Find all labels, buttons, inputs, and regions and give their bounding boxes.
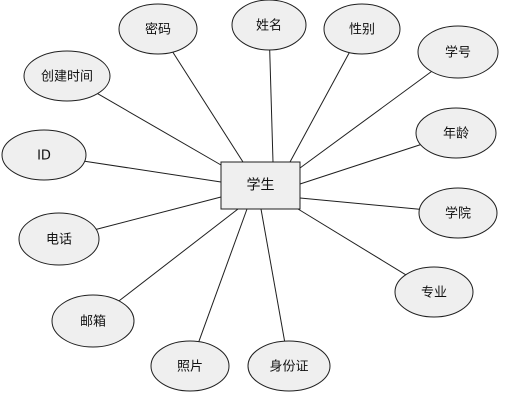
edge-password	[172, 51, 244, 163]
edge-gender	[289, 52, 350, 163]
attribute-ellipse	[417, 25, 499, 79]
attribute-ellipse	[415, 107, 497, 159]
attribute-student-no[interactable]: 学号	[417, 25, 499, 79]
attribute-id-card[interactable]: 身份证	[247, 340, 331, 392]
attribute-major[interactable]: 专业	[394, 266, 474, 318]
edge-college	[299, 197, 420, 210]
attribute-ellipse	[51, 294, 135, 348]
edge-age	[299, 144, 421, 185]
attribute-password[interactable]: 密码	[118, 3, 198, 55]
attribute-label: 性别	[349, 23, 375, 38]
attribute-label: 身份证	[269, 359, 308, 375]
attribute-ellipse	[150, 340, 230, 392]
attribute-photo[interactable]: 照片	[150, 340, 230, 392]
attribute-id[interactable]: ID	[1, 129, 87, 181]
attribute-label: 创建时间	[41, 70, 93, 85]
attribute-created-time[interactable]: 创建时间	[23, 50, 111, 102]
attribute-ellipse	[118, 3, 198, 55]
entity-label: 学生	[247, 178, 275, 194]
attribute-ellipse	[394, 266, 474, 318]
edge-phone	[96, 196, 222, 230]
attribute-ellipse	[247, 340, 331, 392]
attribute-label: 照片	[177, 360, 203, 375]
attribute-label: 专业	[421, 286, 447, 301]
attribute-gender[interactable]: 性别	[323, 3, 401, 55]
edge-photo	[198, 208, 248, 342]
attribute-label: ID	[37, 149, 51, 164]
edge-id	[84, 160, 222, 183]
edge-created-time	[97, 93, 222, 166]
edge-student-no	[299, 71, 432, 169]
attribute-label: 学院	[445, 206, 471, 222]
attribute-ellipse	[1, 129, 87, 181]
attribute-ellipse	[18, 212, 100, 266]
attribute-phone[interactable]: 电话	[18, 212, 100, 266]
attribute-label: 年龄	[443, 127, 469, 142]
attribute-label: 电话	[46, 233, 72, 248]
entity-box	[220, 161, 301, 210]
edge-id-card	[260, 208, 286, 342]
attribute-label: 密码	[145, 22, 171, 38]
attribute-age[interactable]: 年龄	[415, 107, 497, 159]
attribute-ellipse	[323, 3, 401, 55]
attribute-label: 学号	[445, 45, 471, 61]
attribute-name[interactable]: 姓名	[231, 0, 307, 51]
edge-name	[269, 49, 274, 163]
entity-student[interactable]: 学生	[220, 161, 301, 210]
attribute-ellipse	[23, 50, 111, 102]
attribute-label: 邮箱	[80, 314, 106, 330]
attribute-ellipse	[418, 187, 498, 239]
edge-email	[118, 208, 239, 302]
attribute-label: 姓名	[256, 18, 282, 34]
edges	[84, 49, 432, 342]
attribute-college[interactable]: 学院	[418, 187, 498, 239]
edge-major	[297, 208, 407, 276]
attribute-email[interactable]: 邮箱	[51, 294, 135, 348]
attribute-ellipse	[231, 0, 307, 51]
